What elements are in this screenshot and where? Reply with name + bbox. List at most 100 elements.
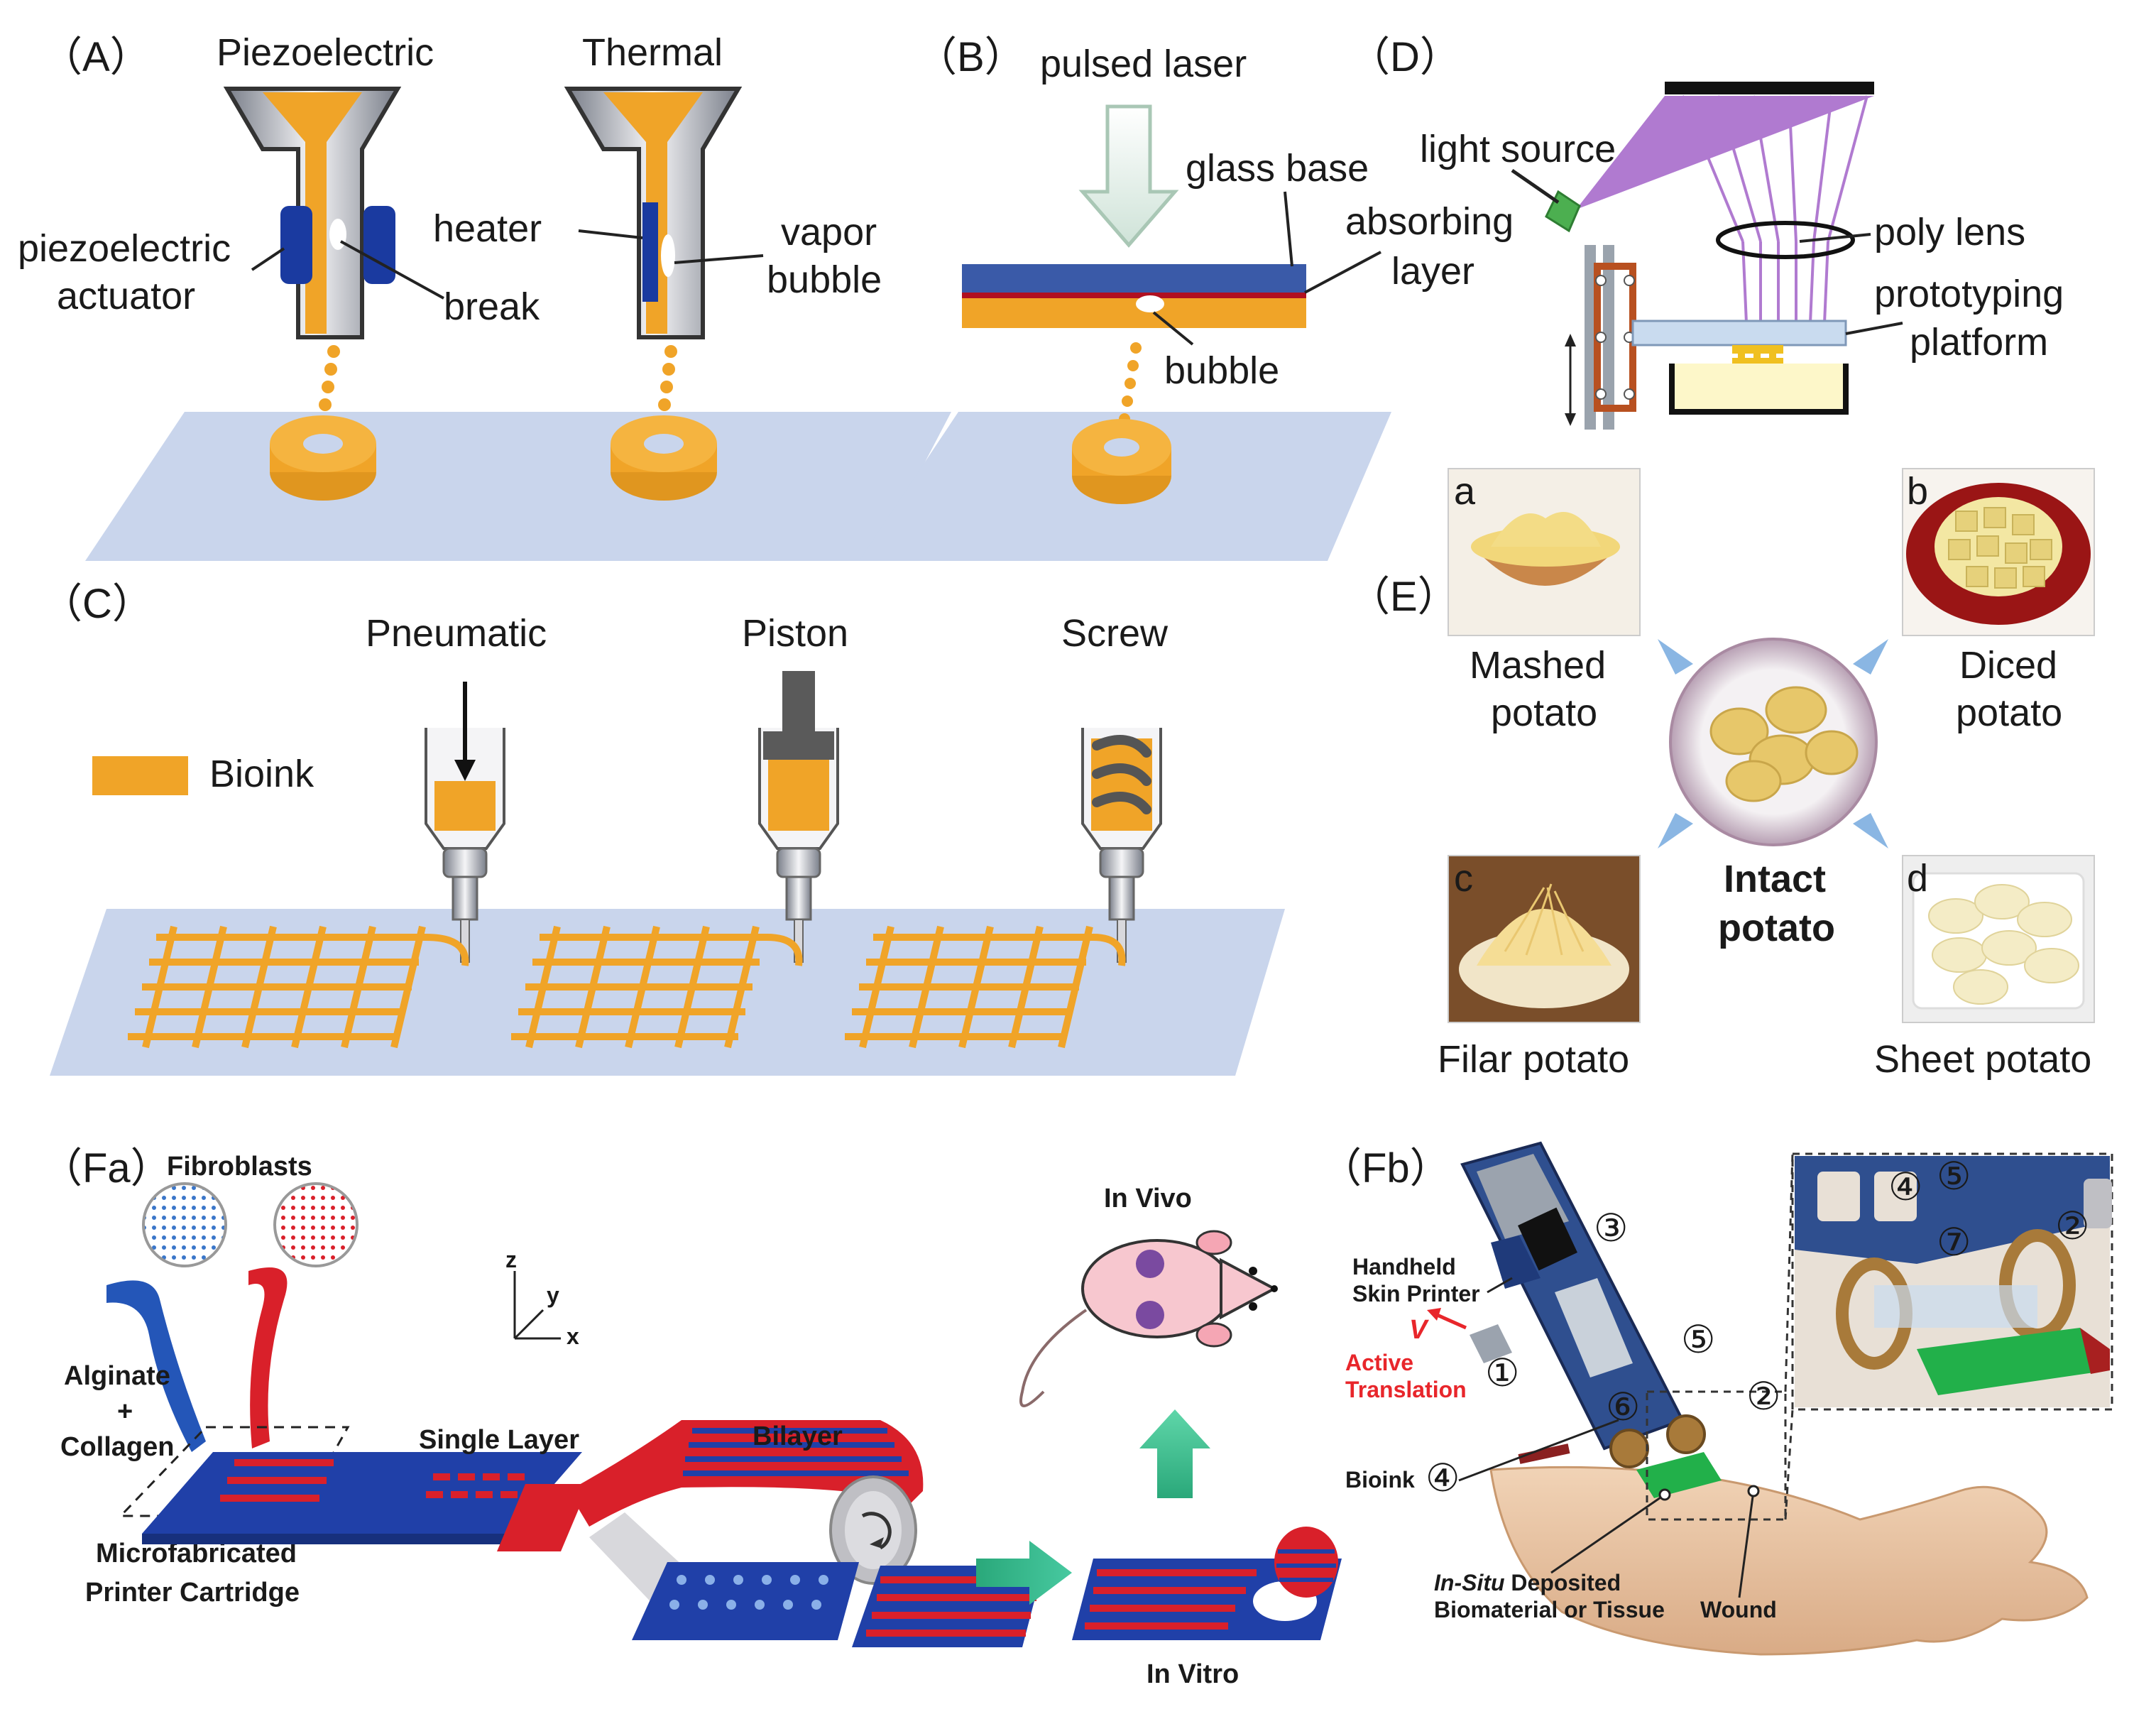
diced-label-line2: potato (1956, 692, 2062, 734)
piezo-nozzle (223, 87, 402, 339)
platform-label-line2: platform (1910, 321, 2048, 364)
glass-base (962, 264, 1306, 294)
photo-b-tag: b (1907, 470, 1928, 513)
pulsed-laser-label: pulsed laser (1040, 43, 1247, 85)
green-arrow-up (1139, 1409, 1210, 1498)
insitu-rest: Deposited (1505, 1570, 1621, 1595)
lattice-screw (845, 925, 1126, 1049)
pneumatic-title: Pneumatic (366, 612, 547, 655)
photo-filar: c (1448, 855, 1641, 1023)
sheet-label: Sheet potato (1874, 1038, 2091, 1081)
blue-sheet-main (142, 1452, 582, 1534)
substrate-a (85, 412, 951, 561)
bioink-legend-swatch (92, 756, 188, 795)
piezo-ring-print (270, 415, 376, 501)
inset-n5: ⑤ (1937, 1155, 1971, 1198)
break-label: break (444, 285, 540, 328)
perforated-sheet (632, 1562, 859, 1640)
device-n1: ① (1485, 1352, 1519, 1395)
alginate-label-line1: Alginate (64, 1361, 170, 1391)
skin-printer-device (1460, 1141, 1722, 1498)
platform-label-line1: prototyping (1874, 273, 2064, 315)
piezoelectric-title: Piezoelectric (217, 31, 434, 74)
piezo-actuator-right (363, 206, 395, 284)
in-vivo-label: In Vivo (1104, 1184, 1192, 1213)
panel-fa-label: （Fa） (41, 1145, 172, 1191)
mashed-label-line2: potato (1491, 692, 1597, 734)
panel-c-label: （C） (41, 581, 153, 627)
panel-d-label: （D） (1349, 34, 1461, 80)
panel-d: （D） light source poly lens (1349, 34, 2064, 430)
bioink-fb-n4: ④ (1426, 1457, 1460, 1500)
insitu-label-line1: In-Situ Deposited (1434, 1570, 1621, 1595)
arm-illustration (1489, 1466, 2089, 1656)
resin-vat (1669, 364, 1849, 415)
panel-e: （E） a Mashed potato b Diced potato (1349, 468, 2095, 1081)
laser-arrow (1078, 104, 1179, 248)
absorbing-label-line2: layer (1391, 250, 1474, 293)
active-label-line1: Active (1345, 1350, 1413, 1375)
bioink-fb-label: Bioink (1345, 1467, 1415, 1492)
poly-lens-label: poly lens (1874, 211, 2025, 253)
piston-title: Piston (742, 612, 848, 655)
single-layer-label: Single Layer (419, 1425, 579, 1455)
thermal-title: Thermal (582, 31, 723, 74)
handheld-label-line2: Skin Printer (1352, 1281, 1480, 1306)
piezo-actuator-left (280, 206, 312, 284)
panel-fb-label: （Fb） (1320, 1145, 1451, 1191)
mashed-label-line1: Mashed (1470, 644, 1606, 687)
projector-bar (1665, 82, 1874, 94)
screw-syringe (1081, 728, 1162, 963)
inset-deposit-strip (1917, 1328, 2108, 1395)
in-vitro-label: In Vitro (1147, 1659, 1239, 1689)
thermal-ring-print (611, 415, 717, 501)
prototyping-platform (1631, 320, 1847, 346)
axis-y-label: y (547, 1282, 559, 1308)
red-block (497, 1484, 589, 1551)
active-label-line2: Translation (1345, 1377, 1467, 1402)
handheld-label-line1: Handheld (1352, 1254, 1456, 1279)
photo-diced: b (1902, 468, 2095, 636)
bilayer-label: Bilayer (753, 1421, 843, 1451)
panel-fa: （Fa） Fibroblasts Alginate + Collagen Mic… (41, 1145, 1342, 1689)
deposit-strip (1636, 1452, 1722, 1498)
green-arrow-right (976, 1541, 1072, 1605)
absorbing-label-line1: absorbing (1345, 200, 1514, 243)
red-channels (220, 1459, 334, 1502)
inset-n2: ② (2055, 1205, 2089, 1248)
perforations (669, 1575, 828, 1610)
bioink-legend-label: Bioink (209, 753, 314, 795)
flow-arrows (1658, 639, 1888, 848)
screw-title: Screw (1061, 612, 1169, 655)
red-inlet (248, 1267, 288, 1448)
zoom-lines (1646, 1152, 2113, 1521)
thermal-droplets (656, 345, 677, 429)
insitu-label-line2: Biomaterial or Tissue (1434, 1597, 1665, 1622)
light-beam (1576, 96, 1874, 209)
in-vitro-disc (1274, 1527, 1338, 1598)
panel-a-label: （A） (41, 34, 151, 80)
heater-label: heater (433, 207, 542, 250)
panel-b: （B） pulsed laser glass base absorbing la… (859, 34, 1514, 561)
panel-b-label: （B） (916, 34, 1026, 80)
fibroblast-red-bubble (273, 1182, 359, 1267)
inset-n7: ⑦ (1937, 1221, 1971, 1264)
panel-e-label: （E） (1349, 574, 1459, 620)
device-n6: ⑥ (1606, 1386, 1640, 1429)
fibroblasts-label: Fibroblasts (167, 1152, 312, 1182)
velocity-label: V (1409, 1315, 1429, 1345)
lattice-piston (511, 925, 803, 1049)
device-n3: ③ (1594, 1207, 1628, 1250)
alginate-label-line3: Collagen (60, 1432, 174, 1462)
thermal-nozzle (564, 87, 743, 339)
absorbing-layer (962, 293, 1306, 298)
filar-label: Filar potato (1438, 1038, 1629, 1081)
inset-detail (1795, 1156, 2112, 1407)
vapor-label-line1: vapor (781, 211, 877, 253)
piezo-label-line1: piezoelectric (18, 227, 231, 270)
light-rays (1681, 95, 1868, 324)
alginate-label-line2: + (117, 1397, 133, 1426)
photo-intact-potato (1669, 638, 1878, 846)
photo-c-tag: c (1454, 857, 1473, 900)
